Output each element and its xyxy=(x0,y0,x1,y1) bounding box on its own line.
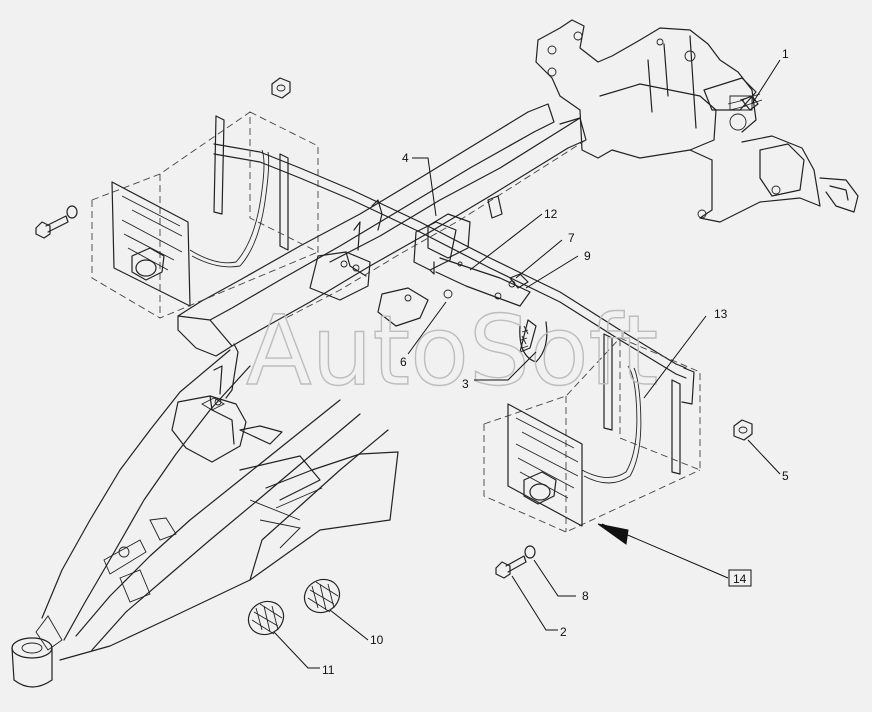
hardware-nut-5-top xyxy=(271,77,291,99)
hardware-bolt-1 xyxy=(727,95,759,111)
callout-1-label: 1 xyxy=(782,47,789,61)
callout-9-label: 9 xyxy=(584,249,591,263)
reflector-disc-10 xyxy=(303,578,341,614)
lamp-crossbar xyxy=(213,115,695,475)
reflector-disc-11 xyxy=(247,600,285,636)
watermark-text: AutoSoft xyxy=(246,295,658,407)
hardware-bolt-2-right xyxy=(495,545,536,579)
u-bolt-3 xyxy=(519,321,548,363)
left-reflector-lamp xyxy=(91,111,319,319)
callout-13-label: 13 xyxy=(714,307,728,321)
callout-10-label: 10 xyxy=(370,633,384,647)
hitch-bracket-assembly xyxy=(535,19,859,223)
callout-2-label: 2 xyxy=(560,625,567,639)
upper-lamp-brackets xyxy=(309,199,429,327)
callout-3-label: 3 xyxy=(462,377,469,391)
callout-6-label: 6 xyxy=(400,355,407,369)
view-reference-14-label: 14 xyxy=(733,572,747,586)
callout-4-label: 4 xyxy=(402,151,409,165)
callout-5-label: 5 xyxy=(782,469,789,483)
tongue-a-frame xyxy=(11,349,399,688)
callout-11-label: 11 xyxy=(322,663,335,677)
callout-12-label: 12 xyxy=(544,207,558,221)
callout-7-label: 7 xyxy=(568,231,575,245)
hardware-nut-5-right xyxy=(733,419,753,441)
lower-lamp-bracket xyxy=(171,343,247,463)
hardware-bolt-2-left xyxy=(35,205,78,239)
callout-8-label: 8 xyxy=(582,589,589,603)
callout-leaders xyxy=(273,59,781,669)
view-reference-14: 14 xyxy=(728,569,752,587)
right-reflector-lamp xyxy=(483,337,701,533)
